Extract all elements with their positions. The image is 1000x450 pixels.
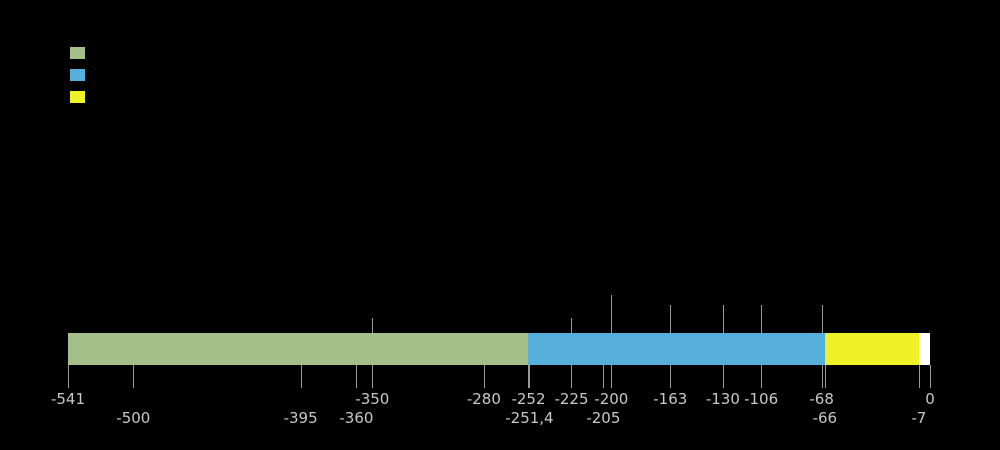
axis-tick <box>603 365 605 388</box>
legend-swatch-blue <box>70 69 85 81</box>
callout-line <box>611 295 613 333</box>
axis-tick-label: -200 <box>594 390 629 408</box>
axis-tick <box>529 365 531 388</box>
axis-tick <box>528 365 530 388</box>
timeline-segment-white <box>918 333 930 365</box>
callout-line <box>761 305 763 333</box>
legend-swatch-green <box>70 47 85 59</box>
axis-tick-label: -225 <box>554 390 589 408</box>
axis-tick-label: -395 <box>283 409 318 427</box>
axis-tick-label: -360 <box>339 409 374 427</box>
axis-tick <box>930 365 931 388</box>
axis-tick <box>611 365 613 388</box>
axis-tick-label: -350 <box>355 390 390 408</box>
axis-tick-label: -130 <box>705 390 740 408</box>
callout-line <box>722 305 724 333</box>
callout-line <box>821 305 823 333</box>
axis-tick <box>670 365 672 388</box>
axis-tick <box>300 365 302 388</box>
axis-tick-label: -106 <box>744 390 779 408</box>
axis-tick <box>133 365 135 388</box>
axis-tick-label: -68 <box>809 390 834 408</box>
timeline-bar <box>68 333 930 365</box>
axis-tick-label: -280 <box>466 390 501 408</box>
axis-tick <box>821 365 823 388</box>
timeline-segment-yellow <box>824 333 919 365</box>
axis-tick <box>68 365 69 388</box>
axis-tick <box>722 365 724 388</box>
axis-tick-label: -251,4 <box>505 409 554 427</box>
axis-tick <box>761 365 763 388</box>
axis-tick-label: -252 <box>511 390 546 408</box>
axis-tick-label: -500 <box>116 409 151 427</box>
callout-line <box>571 318 573 333</box>
timeline-segment-green <box>68 333 529 365</box>
callout-line <box>670 305 672 333</box>
axis-tick <box>571 365 573 388</box>
axis-tick-label: -163 <box>653 390 688 408</box>
axis-tick-label: -66 <box>812 409 838 427</box>
axis-tick <box>356 365 358 388</box>
timeline-segment-blue <box>528 333 825 365</box>
axis-tick-label: 0 <box>925 390 935 408</box>
axis-tick-label: -7 <box>911 409 927 427</box>
axis-tick <box>824 365 826 388</box>
axis-tick-label: -541 <box>50 390 86 408</box>
axis-tick <box>918 365 920 388</box>
axis-tick-label: -205 <box>586 409 621 427</box>
axis-tick <box>483 365 485 388</box>
legend-swatch-yellow <box>70 91 85 103</box>
callout-line <box>372 318 374 333</box>
axis-tick <box>372 365 374 388</box>
